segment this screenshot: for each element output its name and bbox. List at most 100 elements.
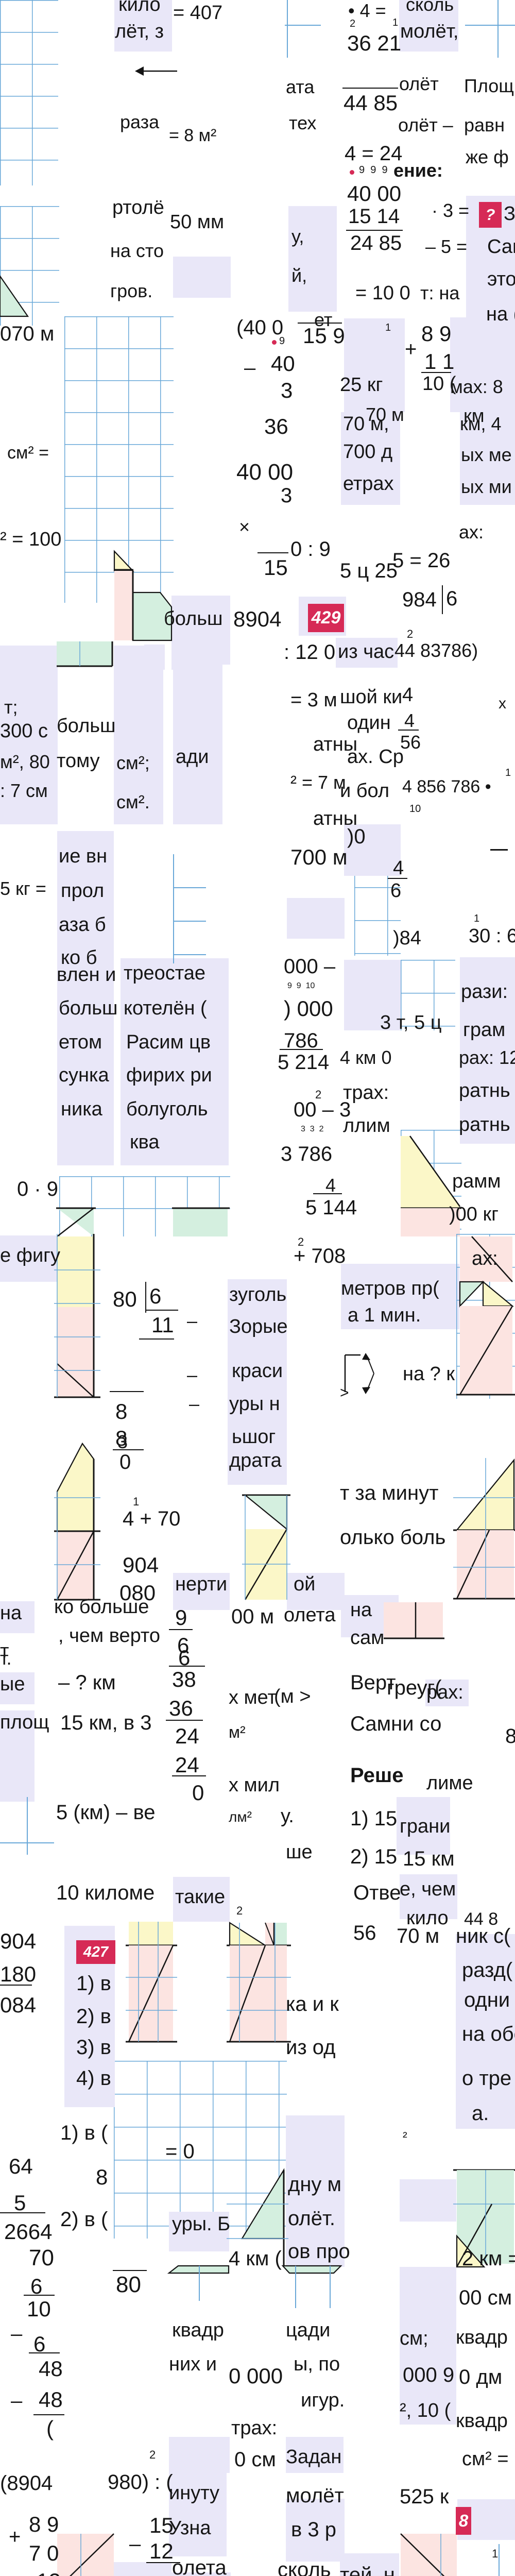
text-fragment: см² = [7,443,49,463]
text-fragment: ( [46,2416,54,2441]
text-fragment: – [11,2323,23,2345]
text-fragment: котелён ( [124,997,207,1019]
text-fragment: см²; [116,752,150,773]
line [145,1310,178,1311]
text-fragment: 700 м [290,845,348,869]
text-fragment: метров пр( [341,1278,439,1299]
text-fragment: из од [286,2036,336,2059]
text-fragment: 904 [123,1553,159,1577]
text-fragment: такие [175,1886,226,1908]
text-fragment: олёт – [398,114,453,135]
text-fragment: 2664 [4,2219,53,2244]
text-fragment: 70 м [366,404,404,425]
line [313,1193,342,1194]
text-fragment: т: на [420,282,460,303]
text-fragment: 38 [172,1667,196,1691]
text-fragment: 3 [281,378,293,402]
text-fragment: ах: [472,1248,498,1269]
text-fragment: больш [57,715,116,737]
line [27,1797,28,1855]
text-fragment: ах. Ср [347,746,404,768]
highlight-block [173,1877,230,1922]
text-fragment: 2 км = [462,2247,515,2270]
text-fragment: 9 [279,335,285,347]
text-fragment: молёт [286,2484,344,2507]
text-fragment: зуголь [229,1284,287,1306]
text-fragment: 9 [175,1605,187,1630]
line [346,230,403,231]
text-fragment: 12 [37,2570,61,2576]
line [139,1338,174,1340]
text-fragment: игур. [301,2389,345,2411]
line [497,0,499,58]
highlight-block [169,2437,230,2473]
text-fragment: это [487,268,515,290]
line [173,921,206,922]
text-fragment: 40 00 [236,460,294,485]
text-fragment: лм² [229,1809,252,1825]
text-fragment: а 1 мин. [348,1304,421,1326]
text-fragment: 15 км [403,1848,455,1870]
highlight-block [173,1573,230,1610]
text-fragment: 1 [474,913,480,924]
highlight-block [460,412,515,505]
text-fragment: = 3 м [290,689,337,711]
text-fragment: етом [59,1031,102,1053]
text-fragment: т; [4,697,18,718]
text-fragment: кило [406,1907,449,1929]
text-fragment: ие вн [59,845,108,867]
text-fragment: 70 м [397,1925,440,1947]
text-fragment: ых ми [461,476,512,497]
text-fragment: 15 14 [348,205,400,228]
text-fragment: ади [176,746,209,768]
text-fragment: олета [172,2556,227,2576]
text-fragment: 5 [14,2191,26,2215]
line [280,1049,323,1050]
text-fragment: 6 [33,2332,46,2356]
text-fragment: ьшог [232,1426,276,1448]
text-fragment: треостае [124,962,206,984]
text-fragment: 24 [175,1724,199,1748]
highlight-block [228,1279,287,1443]
text-fragment: ых ме [461,444,512,465]
text-fragment: влен и [57,964,116,986]
text-fragment: Самни со [350,1713,442,1735]
figure [0,275,29,317]
text-fragment: 4 856 786 • [402,777,491,796]
text-fragment: 000 – [284,955,336,978]
text-fragment: 10 [409,803,421,815]
text-fragment: них и [169,2353,217,2375]
figure [453,2169,515,2268]
highlight-block [287,1573,345,1610]
text-fragment: 180 [0,1962,37,1986]
text-fragment: 5 214 [278,1051,330,1074]
highlight-block [0,1672,35,1704]
text-fragment: 2) в ( [60,2208,108,2231]
text-fragment: )0 [347,825,366,848]
text-fragment: 25 кг [340,374,383,396]
text-fragment: > [340,1384,349,1401]
highlight-block [450,317,515,412]
text-fragment: Зорые [229,1316,288,1337]
text-fragment: 1 [392,17,399,28]
text-fragment: трах: [343,1082,389,1104]
text-fragment: 2 [149,2448,156,2461]
text-fragment: 2 [236,1904,243,1917]
highlight-block [121,1030,229,1165]
text-fragment: 4 + 70 [123,1507,181,1530]
highlight-block [344,824,401,876]
text-fragment: 980) : ( [108,2471,173,2494]
text-fragment: = 8 м² [169,126,217,145]
highlight-block [286,2115,345,2267]
highlight-block [0,1235,57,1282]
text-fragment: · 3 = [432,200,470,221]
text-fragment: 4 км 0 [340,1047,392,1068]
text-fragment: 0 000 [229,2364,283,2388]
figure [54,1234,100,1398]
text-fragment: уры н [229,1393,280,1415]
line [398,730,419,731]
highlight-block [0,646,58,824]
line [173,887,206,888]
text-fragment: м² [229,1723,246,1741]
text-fragment: 15 км, в 3 [60,1711,152,1734]
